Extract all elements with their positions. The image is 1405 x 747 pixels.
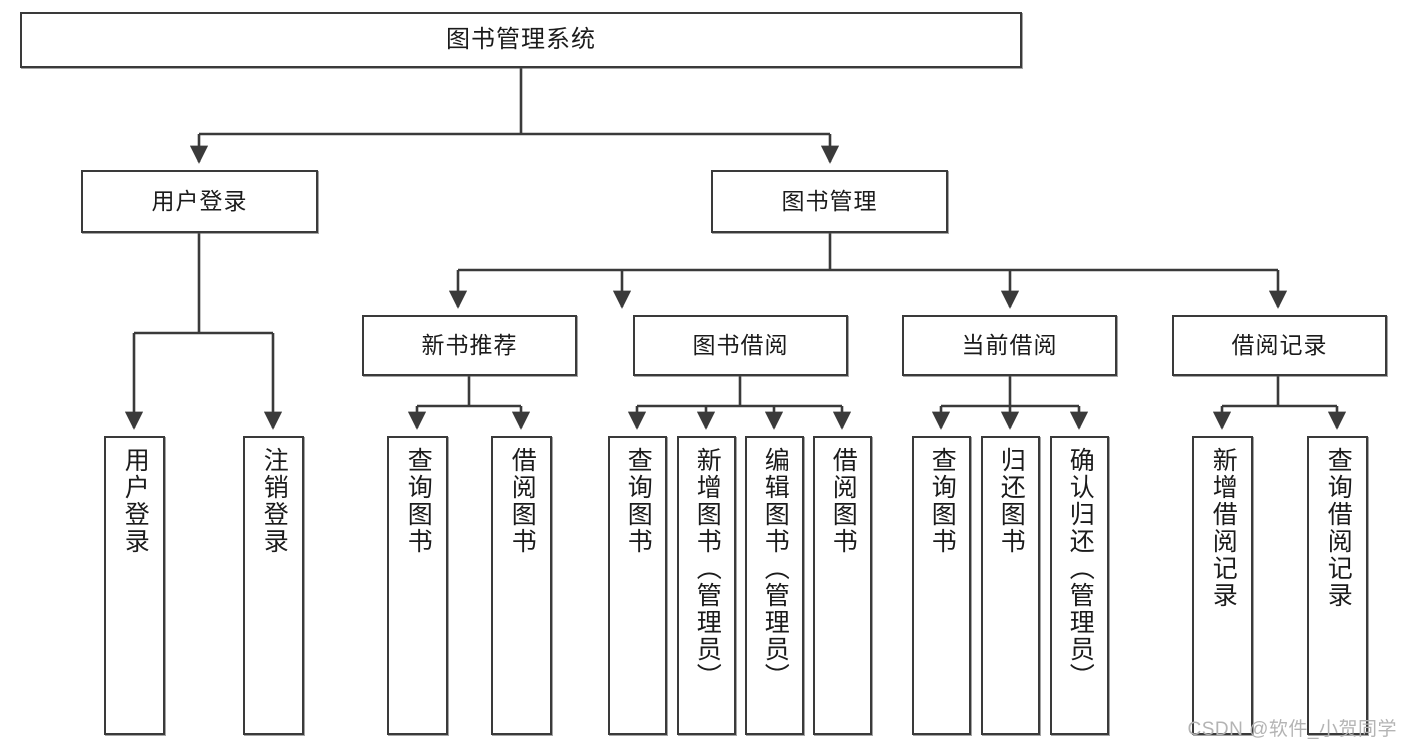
leaf-user-login[interactable]: 用户登录 xyxy=(104,436,165,735)
leaf-confirm-return-label: 确认归还（管理员） xyxy=(1066,447,1095,690)
leaf-user-login-label: 用户登录 xyxy=(121,447,150,555)
leaf-borrow-book-1[interactable]: 借阅图书 xyxy=(491,436,552,735)
leaf-borrow-book-2-label: 借阅图书 xyxy=(829,447,858,555)
leaf-query-book-3[interactable]: 查询图书 xyxy=(912,436,971,735)
leaf-query-record-label: 查询借阅记录 xyxy=(1324,447,1353,609)
leaf-query-book-3-label: 查询图书 xyxy=(928,447,957,555)
node-current-borrow-label: 当前借阅 xyxy=(961,331,1058,358)
leaf-logout-label: 注销登录 xyxy=(260,447,289,555)
leaf-borrow-book-2[interactable]: 借阅图书 xyxy=(813,436,872,735)
node-root[interactable]: 图书管理系统 xyxy=(20,12,1022,68)
leaf-return-book-label: 归还图书 xyxy=(997,447,1026,555)
leaf-add-record[interactable]: 新增借阅记录 xyxy=(1192,436,1253,735)
leaf-query-record[interactable]: 查询借阅记录 xyxy=(1307,436,1368,735)
leaf-add-book-label: 新增图书（管理员） xyxy=(693,447,722,690)
node-book-borrow-label: 图书借阅 xyxy=(692,331,789,358)
node-new-book-recommend[interactable]: 新书推荐 xyxy=(362,315,577,376)
leaf-return-book[interactable]: 归还图书 xyxy=(981,436,1040,735)
node-current-borrow[interactable]: 当前借阅 xyxy=(902,315,1117,376)
leaf-query-book-2[interactable]: 查询图书 xyxy=(608,436,667,735)
leaf-add-book[interactable]: 新增图书（管理员） xyxy=(677,436,736,735)
leaf-query-book-1-label: 查询图书 xyxy=(404,447,433,555)
leaf-logout[interactable]: 注销登录 xyxy=(243,436,304,735)
node-book-manage-label: 图书管理 xyxy=(781,187,878,214)
node-book-manage[interactable]: 图书管理 xyxy=(711,170,948,233)
leaf-borrow-book-1-label: 借阅图书 xyxy=(508,447,537,555)
leaf-query-book-2-label: 查询图书 xyxy=(624,447,653,555)
csdn-watermark: CSDN @软件_小贺同学 xyxy=(1187,719,1397,740)
node-borrow-record[interactable]: 借阅记录 xyxy=(1172,315,1387,376)
leaf-edit-book-label: 编辑图书（管理员） xyxy=(761,447,790,690)
node-user-login[interactable]: 用户登录 xyxy=(81,170,318,233)
node-user-login-label: 用户登录 xyxy=(151,187,248,214)
node-book-borrow[interactable]: 图书借阅 xyxy=(633,315,848,376)
leaf-edit-book[interactable]: 编辑图书（管理员） xyxy=(745,436,804,735)
node-root-label: 图书管理系统 xyxy=(446,25,596,53)
leaf-query-book-1[interactable]: 查询图书 xyxy=(387,436,448,735)
node-new-book-recommend-label: 新书推荐 xyxy=(421,331,518,358)
leaf-confirm-return[interactable]: 确认归还（管理员） xyxy=(1050,436,1109,735)
leaf-add-record-label: 新增借阅记录 xyxy=(1209,447,1238,609)
node-borrow-record-label: 借阅记录 xyxy=(1231,331,1328,358)
